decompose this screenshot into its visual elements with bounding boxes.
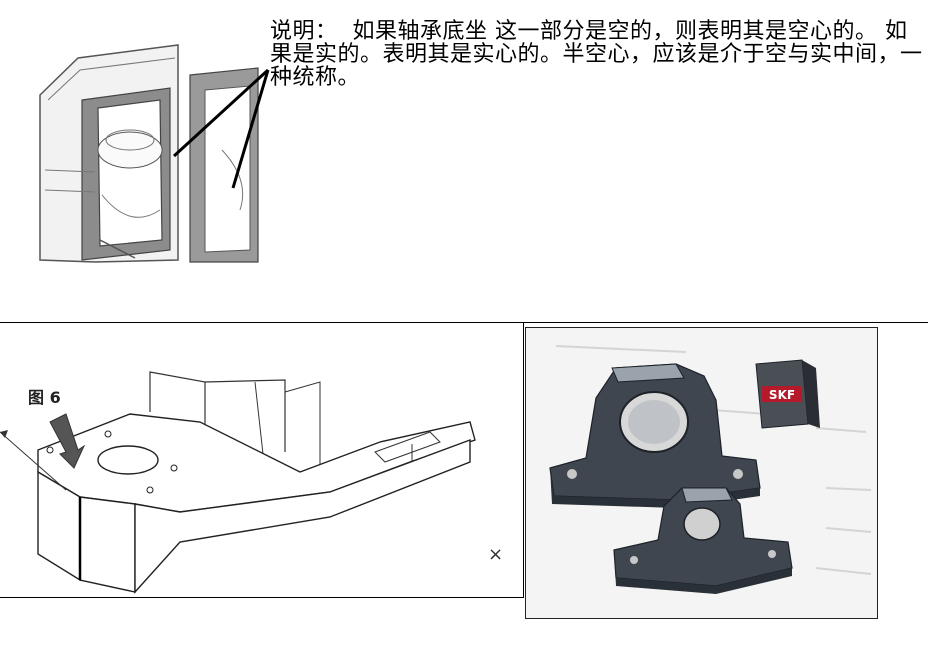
- housing-cross-section-drawing: [39, 44, 259, 263]
- housing-product-photo: SKF: [526, 328, 877, 618]
- explanation-text: 说明： 如果轴承底坐 这一部分是空的，则表明其是空心的。 如果是实的。表明其是实…: [270, 19, 923, 90]
- explanation-note: 说明： 如果轴承底坐 这一部分是空的，则表明其是空心的。 如果是实的。表明其是实…: [270, 20, 925, 89]
- skf-box: SKF: [755, 359, 820, 429]
- figure-6-drawing: [0, 371, 476, 594]
- close-button[interactable]: ×: [488, 544, 504, 565]
- pointer-lines: [172, 68, 270, 189]
- skf-logo-text: SKF: [769, 388, 795, 402]
- figure-label: 图 6: [28, 388, 61, 407]
